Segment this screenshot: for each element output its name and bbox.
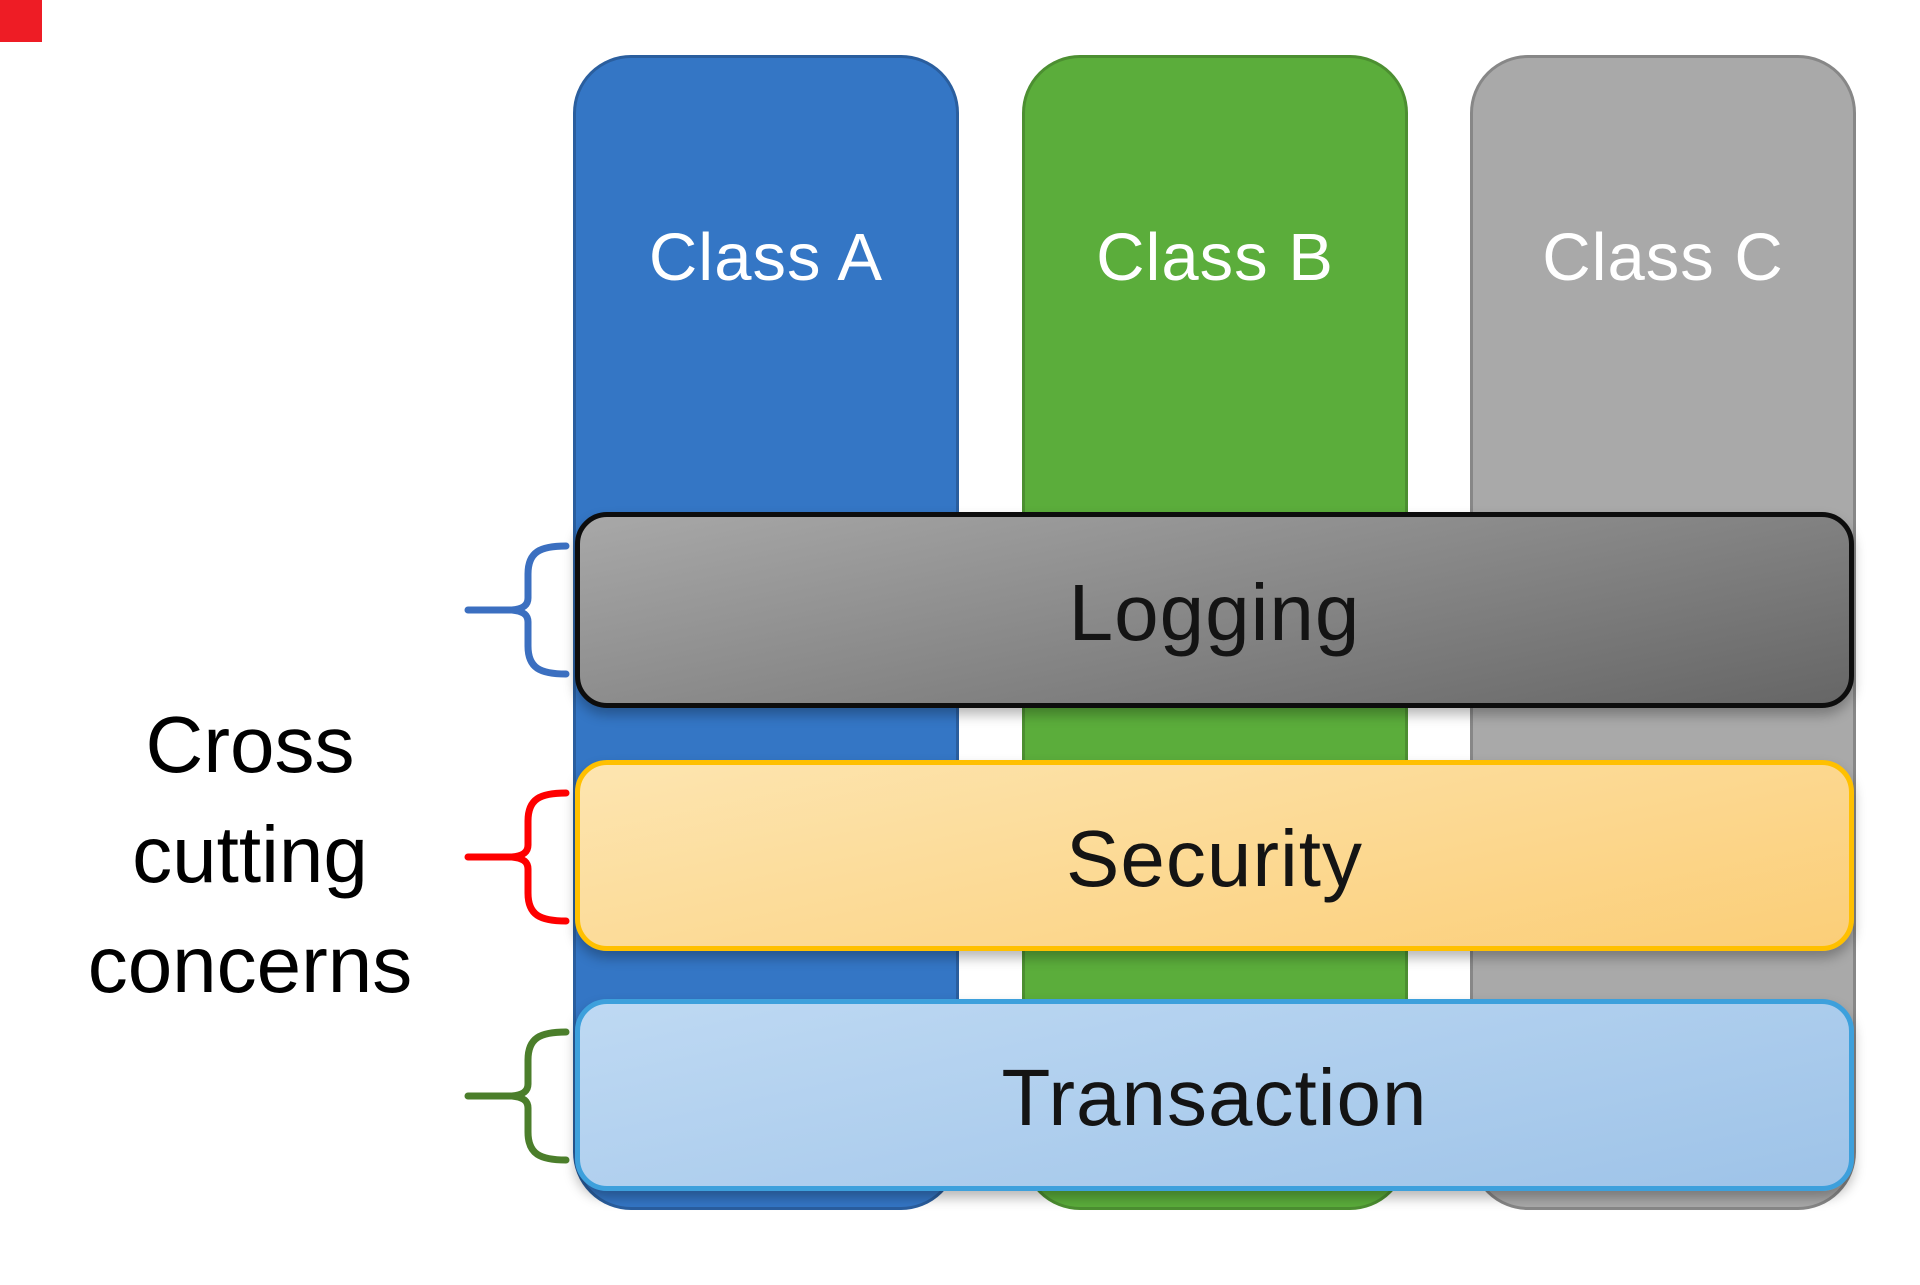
security-bar: Security <box>575 760 1854 951</box>
security-brace-icon <box>464 789 570 925</box>
cross-cutting-concerns-label: Cross cutting concerns <box>55 690 445 1020</box>
logging-bar: Logging <box>575 512 1854 708</box>
class-b-label: Class B <box>1096 220 1334 295</box>
class-c-label: Class C <box>1542 220 1784 295</box>
side-label-line-1: Cross <box>145 700 355 789</box>
security-label: Security <box>1066 813 1363 903</box>
red-corner-marker <box>0 0 42 42</box>
transaction-brace-icon <box>464 1028 570 1164</box>
side-label-line-2: cutting <box>132 810 368 899</box>
class-a-label: Class A <box>648 220 884 295</box>
logging-brace-icon <box>464 542 570 678</box>
transaction-label: Transaction <box>1001 1053 1428 1142</box>
transaction-bar: Transaction <box>575 999 1854 1191</box>
side-label-line-3: concerns <box>87 920 413 1009</box>
logging-label: Logging <box>1068 568 1361 657</box>
